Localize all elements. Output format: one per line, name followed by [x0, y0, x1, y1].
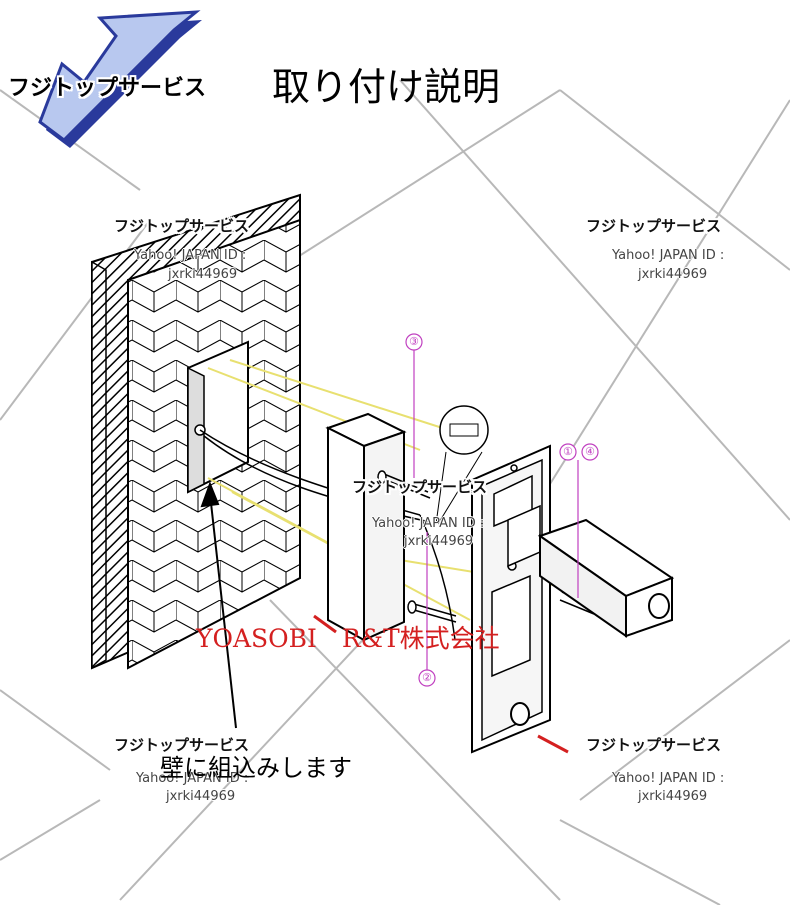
- callout-3: ③: [409, 335, 419, 348]
- screw-lower: [407, 600, 457, 623]
- wall: [91, 193, 301, 670]
- lock-bolt: [507, 504, 675, 638]
- red-markers: [313, 614, 569, 754]
- watermark-id-label: Yahoo! JAPAN ID :: [136, 771, 249, 786]
- watermark-brand: フジトップサービス: [586, 736, 722, 754]
- install-caption: 壁に組込みします: [160, 754, 352, 782]
- watermark-id-label: Yahoo! JAPAN ID :: [134, 248, 247, 263]
- watermark-id-label: Yahoo! JAPAN ID :: [372, 516, 485, 531]
- callout-1: ①: [563, 445, 573, 458]
- company-label: YOASOBI R&T株式会社: [196, 624, 500, 653]
- watermark-brand: フジトップサービス: [352, 478, 488, 496]
- watermark-brand: フジトップサービス: [114, 736, 250, 754]
- watermark-brand: フジトップサービス: [114, 217, 250, 235]
- watermark-brand: フジトップサービス: [586, 217, 722, 235]
- detail-magnifier: [435, 405, 489, 525]
- watermark-id-label: Yahoo! JAPAN ID :: [612, 248, 725, 263]
- watermark-id-value: jxrki44969: [638, 789, 708, 804]
- page-title: 取り付け説明: [272, 65, 501, 109]
- watermark-id-value: jxrki44969: [168, 267, 238, 282]
- watermark-id-value: jxrki44969: [166, 789, 236, 804]
- callout-2: ②: [422, 671, 432, 684]
- pointer-arrow-icon: [200, 481, 237, 729]
- callout-circles: [405, 333, 599, 687]
- watermark-id-label: Yahoo! JAPAN ID :: [612, 771, 725, 786]
- watermark-id-value: jxrki44969: [404, 534, 474, 549]
- cover-plate: [471, 444, 551, 754]
- callout-leaders: [413, 350, 579, 670]
- watermark-id-value: jxrki44969: [638, 267, 708, 282]
- arrow-logo-icon: [38, 10, 202, 148]
- callout-4: ④: [585, 445, 595, 458]
- screw-upper: [377, 470, 431, 499]
- header-brand: フジトップサービス: [8, 76, 207, 101]
